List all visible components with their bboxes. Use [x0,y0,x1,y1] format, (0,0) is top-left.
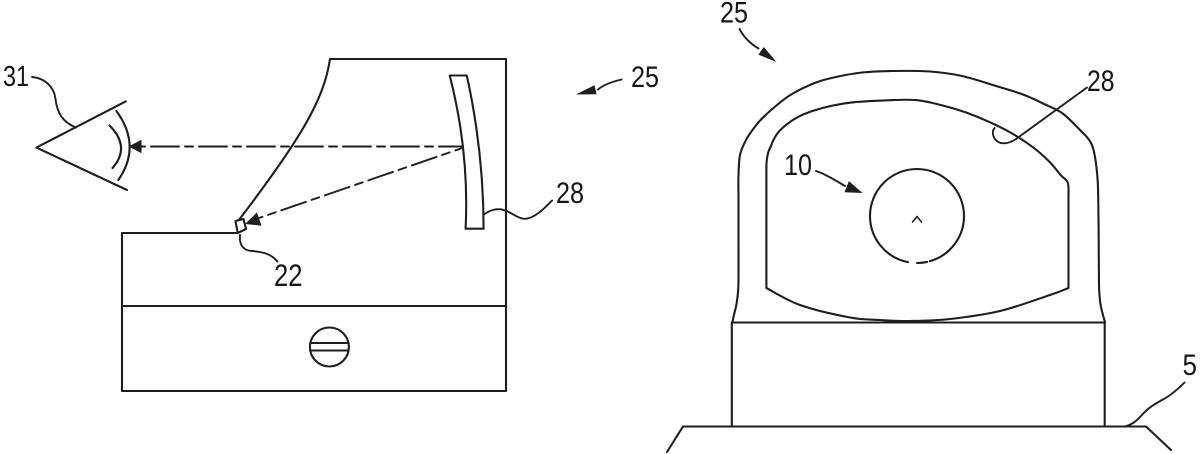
svg-text:25: 25 [720,0,748,30]
svg-text:25: 25 [631,61,659,94]
svg-text:22: 22 [274,257,303,293]
svg-text:31: 31 [3,61,29,93]
svg-text:28: 28 [556,177,584,210]
svg-text:5: 5 [1183,349,1198,382]
svg-text:10: 10 [784,149,812,182]
svg-text:28: 28 [1087,65,1115,98]
